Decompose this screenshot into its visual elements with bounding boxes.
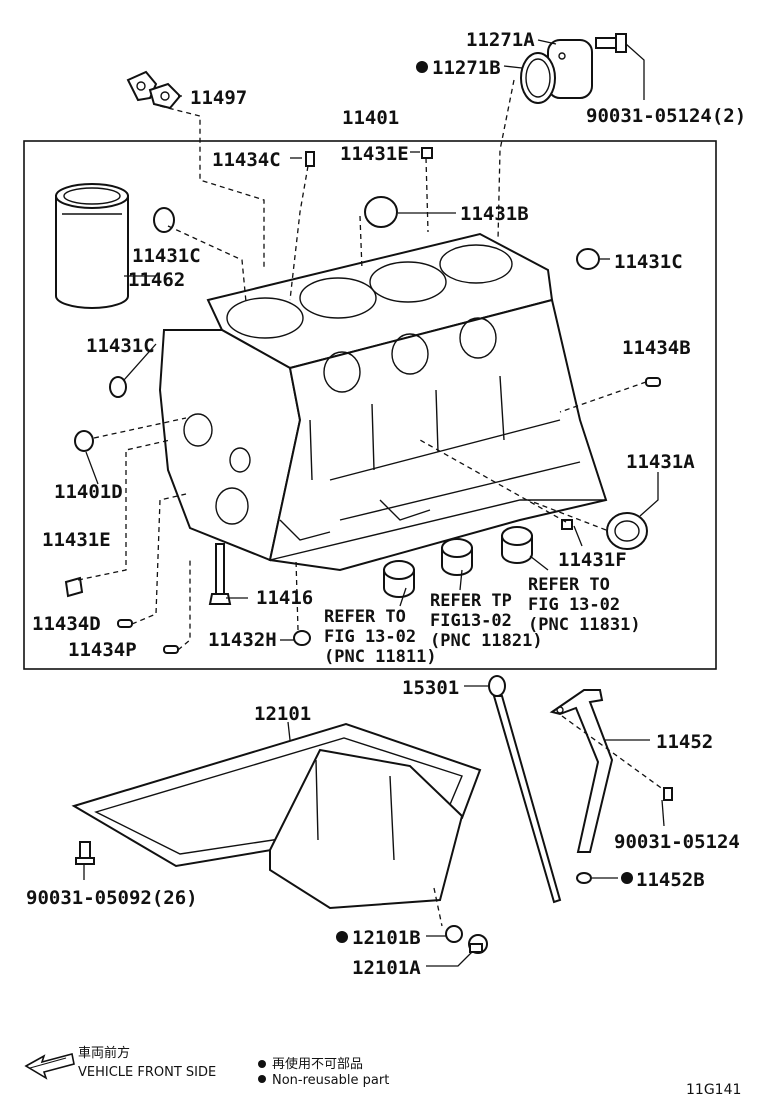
label-11452b: 11452B bbox=[636, 869, 705, 891]
label-11431a: 11431A bbox=[626, 451, 695, 473]
plug-11401d bbox=[74, 430, 94, 452]
label-11271b: 11271B bbox=[432, 57, 501, 79]
bolt-90031-05092 bbox=[75, 841, 95, 865]
label-11432h: 11432H bbox=[208, 629, 277, 651]
label-15301: 15301 bbox=[402, 677, 459, 699]
legend-nonreuse-jp: 再使用不可部品 bbox=[272, 1056, 363, 1072]
label-11434d: 11434D bbox=[32, 613, 101, 635]
plug-11431c-right bbox=[576, 248, 600, 270]
legend-dot-2 bbox=[258, 1075, 266, 1083]
bolt-90031-05124-top bbox=[595, 33, 627, 53]
label-11431c-mid: 11431C bbox=[86, 335, 155, 357]
plug-11431c-mid bbox=[109, 376, 127, 398]
hidden-lines bbox=[77, 79, 665, 927]
pin-11434d bbox=[117, 619, 133, 628]
refer-11821-line1: REFER TP bbox=[430, 591, 512, 611]
refer-11831-line1: REFER TO bbox=[528, 575, 610, 595]
plug-11431c-top-left bbox=[153, 207, 175, 233]
label-11431e-left: 11431E bbox=[42, 529, 111, 551]
label-90031-05124: 90031-05124 bbox=[614, 831, 740, 853]
label-11401: 11401 bbox=[342, 107, 399, 129]
refer-11811-line2: FIG 13-02 bbox=[324, 627, 416, 647]
legend-front-jp: 車両前方 bbox=[78, 1045, 130, 1061]
nonreusable-dot-11271b bbox=[416, 61, 428, 73]
label-11434b: 11434B bbox=[622, 337, 691, 359]
bearing-ref-11821 bbox=[441, 538, 473, 576]
label-11416: 11416 bbox=[256, 587, 313, 609]
oil-seal-11431a bbox=[606, 512, 648, 550]
label-11431b: 11431B bbox=[460, 203, 529, 225]
label-12101: 12101 bbox=[254, 703, 311, 725]
plug-11431e-top bbox=[421, 147, 433, 159]
label-11431c-right: 11431C bbox=[614, 251, 683, 273]
label-12101a: 12101A bbox=[352, 957, 421, 979]
bracket-11497 bbox=[126, 70, 182, 110]
leader-lines bbox=[83, 39, 665, 967]
gasket-12101b bbox=[445, 925, 463, 943]
nonreusable-dot-12101b bbox=[336, 931, 348, 943]
refer-11811-line1: REFER TO bbox=[324, 607, 406, 627]
bearing-ref-11811 bbox=[383, 560, 415, 598]
plug-11431b bbox=[364, 196, 398, 228]
refer-11821-line3: (PNC 11821) bbox=[430, 631, 543, 651]
drain-plug-12101a bbox=[468, 934, 488, 954]
label-11497: 11497 bbox=[190, 87, 247, 109]
refer-11831-line3: (PNC 11831) bbox=[528, 615, 641, 635]
plug-11432h bbox=[293, 630, 311, 646]
bearing-ref-11831 bbox=[501, 526, 533, 564]
label-11434c: 11434C bbox=[212, 149, 281, 171]
legend-front-en: VEHICLE FRONT SIDE bbox=[78, 1065, 216, 1080]
pin-11431f bbox=[561, 519, 573, 530]
gasket-11271b bbox=[520, 52, 556, 104]
cylinder-block-11401 bbox=[158, 232, 608, 572]
label-90031-05124-2: 90031-05124(2) bbox=[586, 105, 746, 127]
bolt-11416 bbox=[208, 543, 232, 605]
pin-11434p bbox=[163, 645, 179, 654]
dipstick-15301 bbox=[488, 675, 562, 904]
cylinder-liner-11462 bbox=[55, 183, 129, 309]
vehicle-front-arrow bbox=[24, 1053, 75, 1080]
plug-11431e-left bbox=[64, 576, 84, 598]
label-90031-05092: 90031-05092(26) bbox=[26, 887, 198, 909]
refer-11831-line2: FIG 13-02 bbox=[528, 595, 620, 615]
label-12101b: 12101B bbox=[352, 927, 421, 949]
label-11271a: 11271A bbox=[466, 29, 535, 51]
refer-11821-line2: FIG13-02 bbox=[430, 611, 512, 631]
label-11401d: 11401D bbox=[54, 481, 123, 503]
oil-pan-12101 bbox=[71, 722, 482, 910]
dipstick-guide-11452 bbox=[549, 689, 614, 853]
o-ring-11452b bbox=[576, 872, 592, 884]
block-frame bbox=[23, 140, 717, 670]
bolt-90031-05124 bbox=[663, 787, 673, 801]
label-11431e-top: 11431E bbox=[340, 143, 409, 165]
label-11434p: 11434P bbox=[68, 639, 137, 661]
legend-nonreuse-en: Non-reusable part bbox=[272, 1073, 389, 1088]
figure-code: 11G141 bbox=[686, 1082, 741, 1098]
refer-11811-line3: (PNC 11811) bbox=[324, 647, 437, 667]
label-11452: 11452 bbox=[656, 731, 713, 753]
label-11462: 11462 bbox=[128, 269, 185, 291]
pin-11434b bbox=[645, 377, 661, 387]
label-11431c-left: 11431C bbox=[132, 245, 201, 267]
nonreusable-dot-11452b bbox=[621, 872, 633, 884]
pin-11434c bbox=[305, 151, 315, 167]
label-11431f: 11431F bbox=[558, 549, 627, 571]
legend-dot-1 bbox=[258, 1060, 266, 1068]
